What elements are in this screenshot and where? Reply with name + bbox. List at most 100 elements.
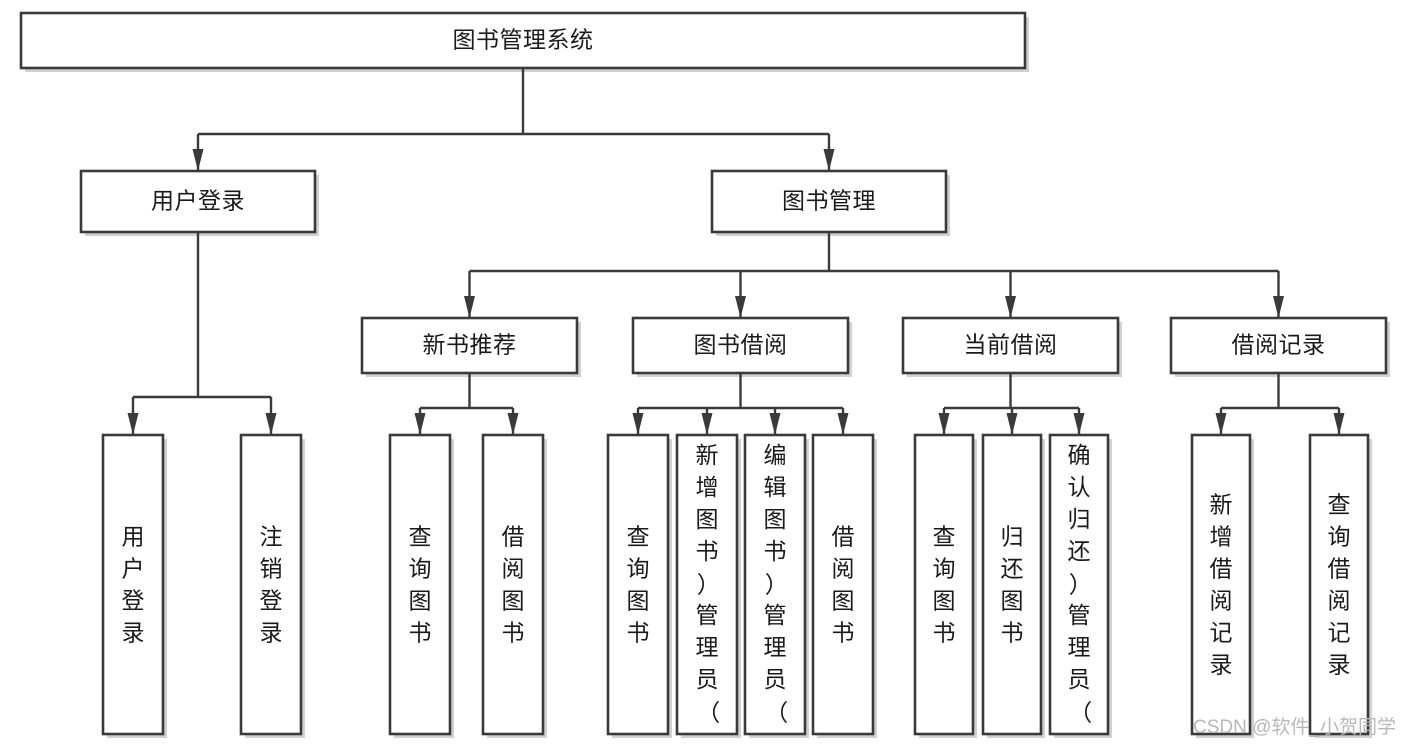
edge-edge-recommend-bus [414,373,519,435]
node-label-leaf-user-login: 用户登录 [122,524,145,646]
svg-text:询: 询 [627,556,650,582]
svg-text:登: 登 [122,588,145,614]
svg-text:管: 管 [1068,602,1091,628]
svg-text:书: 书 [502,620,525,646]
node-box-leaf-confirm-return-admin[interactable] [1048,433,1110,736]
node-box-leaf-borrow-book[interactable] [811,433,875,736]
edge-edge-userlogin-bus [127,232,277,435]
node-label-borrow-record: 借阅记录 [1232,332,1326,358]
node-box-user-login[interactable] [79,169,317,234]
node-box-leaf-query-book-borrow[interactable] [606,433,670,736]
svg-text:︶: ︶ [695,701,721,724]
node-label-book-borrow: 图书借阅 [694,332,788,358]
connector-layer [127,68,1345,435]
node-box-leaf-logout[interactable] [239,433,303,736]
svg-text:借: 借 [502,524,525,550]
svg-text:认: 认 [1068,474,1091,500]
svg-text:查: 查 [627,524,650,550]
svg-text:查: 查 [409,524,432,550]
node-box-leaf-return-book[interactable] [981,433,1043,736]
arrow-head [265,413,277,435]
svg-text:︵: ︵ [1067,573,1093,596]
svg-text:书: 书 [627,620,650,646]
arrow-head [127,413,139,435]
svg-text:增: 增 [696,474,719,500]
svg-text:图: 图 [1001,588,1024,614]
arrow-head [1273,296,1284,318]
arrow-head [632,413,644,435]
edge-edge-current-bus [938,373,1085,435]
svg-text:归: 归 [1068,506,1091,532]
svg-text:图: 图 [764,506,787,532]
svg-text:户: 户 [122,556,145,582]
node-box-current-borrow[interactable] [901,316,1120,375]
node-label-new-book-recommend: 新书推荐 [423,332,517,358]
node-box-new-book-recommend[interactable] [360,316,579,375]
svg-text:图: 图 [696,506,719,532]
node-box-root[interactable] [19,11,1027,70]
arrow-head [735,296,746,318]
svg-text:书: 书 [1001,620,1024,646]
node-label-current-borrow: 当前借阅 [964,332,1058,358]
svg-text:还: 还 [1001,556,1024,582]
svg-text:注: 注 [260,524,283,550]
node-box-leaf-query-book-current[interactable] [913,433,975,736]
node-box-book-borrow[interactable] [631,316,850,375]
svg-text:书: 书 [832,620,855,646]
node-label-root: 图书管理系统 [453,27,594,53]
svg-text:理: 理 [1068,634,1091,660]
svg-text:编: 编 [764,442,787,468]
edge-edge-record-bus [1215,373,1345,435]
svg-text:借: 借 [1328,556,1351,582]
svg-text:阅: 阅 [1210,588,1233,614]
svg-text:图: 图 [933,588,956,614]
node-box-leaf-add-borrow-record[interactable] [1190,433,1252,736]
node-box-leaf-user-login[interactable] [101,433,165,736]
edge-edge-bookmanage-bus [464,232,1284,318]
node-box-layer [19,11,1388,736]
svg-text:增: 增 [1210,524,1233,550]
node-box-book-manage[interactable] [710,169,948,234]
svg-text:︶: ︶ [763,701,789,724]
arrow-head [938,413,950,435]
svg-text:书: 书 [933,620,956,646]
node-box-leaf-query-borrow-record[interactable] [1308,433,1370,736]
svg-text:查: 查 [933,524,956,550]
svg-text:阅: 阅 [832,556,855,582]
svg-text:录: 录 [1328,652,1351,678]
svg-text:阅: 阅 [1328,588,1351,614]
svg-text:登: 登 [260,588,283,614]
arrow-head [1215,413,1227,435]
node-box-leaf-add-book-admin[interactable] [675,433,739,736]
csdn-watermark: CSDN @软件_小贺同学 [1193,716,1396,738]
arrow-head [1073,413,1085,435]
node-box-borrow-record[interactable] [1169,316,1388,375]
svg-text:辑: 辑 [764,474,787,500]
arrow-head [192,149,204,171]
svg-text:借: 借 [1210,556,1233,582]
node-box-leaf-edit-book-admin[interactable] [743,433,807,736]
svg-text:员: 员 [1068,666,1091,692]
arrow-head [464,296,475,318]
svg-text:书: 书 [696,538,719,564]
svg-text:询: 询 [933,556,956,582]
arrow-head [837,413,849,435]
svg-text:确: 确 [1068,442,1091,468]
svg-text:记: 记 [1210,620,1233,646]
node-box-leaf-query-book-recommend[interactable] [388,433,452,736]
svg-text:用: 用 [122,524,145,550]
node-box-leaf-borrow-book-recommend[interactable] [481,433,545,736]
node-label-layer: 图书管理系统用户登录图书管理新书推荐图书借阅当前借阅借阅记录用户登录注销登录查询… [122,27,1351,724]
svg-text:新: 新 [696,442,719,468]
svg-text:书: 书 [764,538,787,564]
svg-text:︶: ︶ [1067,701,1093,724]
svg-text:︵: ︵ [695,573,721,596]
